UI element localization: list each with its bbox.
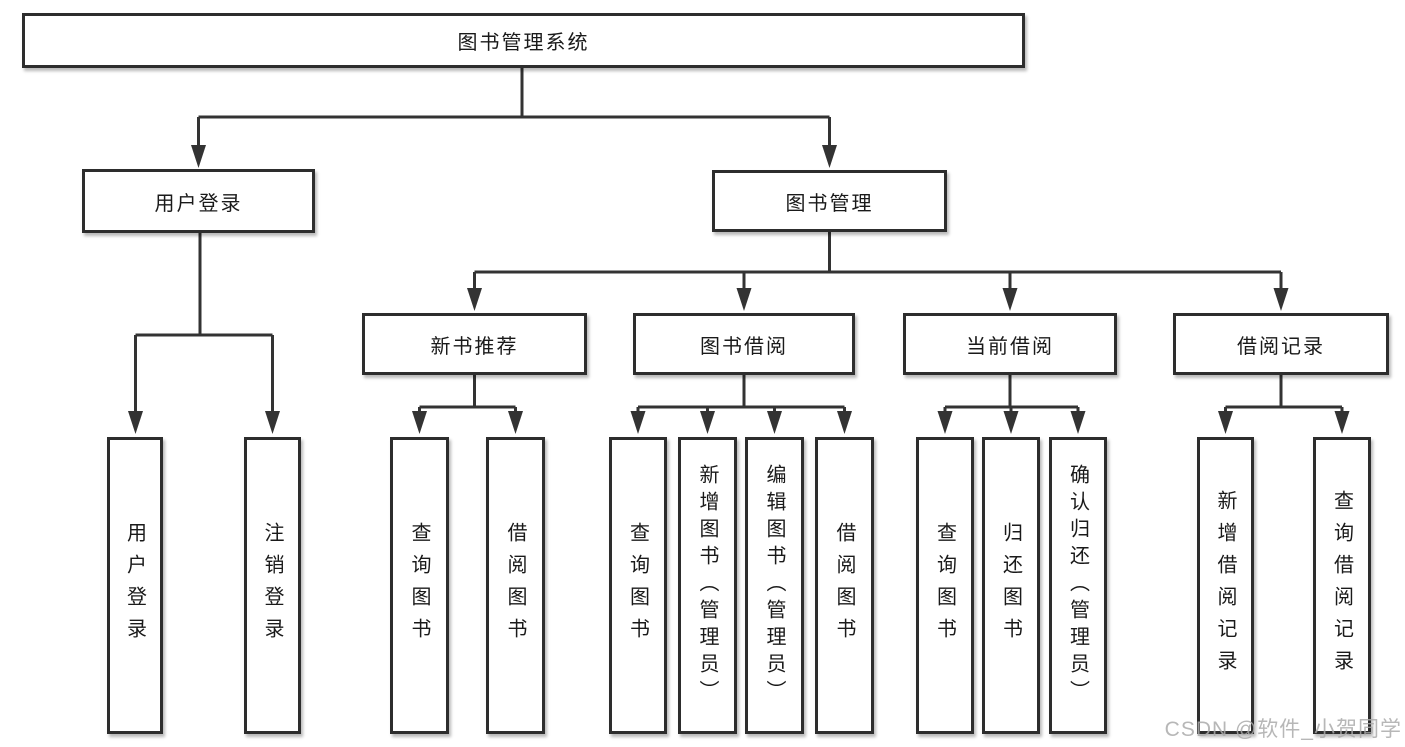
arrowhead — [736, 288, 752, 311]
connector-book-mgmt-children — [473, 232, 1283, 290]
leaf-edit-books-admin: 编辑图书（管理员） — [745, 437, 804, 734]
connector-new-books-children — [418, 375, 517, 412]
arrowhead — [1070, 411, 1086, 434]
arrowhead — [128, 411, 143, 434]
leaf-query-borrow-record: 查询借阅记录 — [1313, 437, 1371, 734]
node-book-borrowing: 图书借阅 — [633, 313, 855, 375]
connector-root-to-level2 — [197, 68, 831, 147]
node-current-borrowing: 当前借阅 — [903, 313, 1117, 375]
leaf-confirm-return-admin: 确认归还（管理员） — [1049, 437, 1107, 734]
arrowhead — [767, 411, 782, 434]
arrowhead — [1334, 411, 1350, 434]
leaf-add-books-admin: 新增图书（管理员） — [678, 437, 737, 734]
arrowhead — [937, 411, 953, 434]
arrowhead — [191, 145, 206, 168]
arrowhead — [1218, 411, 1233, 434]
leaf-add-borrow-record: 新增借阅记录 — [1197, 437, 1254, 734]
connector-user-login-children — [134, 233, 274, 412]
arrowhead — [265, 411, 280, 434]
arrowhead — [1273, 288, 1289, 311]
leaf-return-books: 归还图书 — [982, 437, 1040, 734]
arrowhead — [700, 411, 715, 434]
leaf-user-login: 用户登录 — [107, 437, 163, 734]
arrowhead — [1003, 411, 1019, 434]
arrowhead — [467, 288, 482, 311]
leaf-borrow-books-new: 借阅图书 — [486, 437, 545, 734]
node-user-login: 用户登录 — [82, 169, 315, 233]
leaf-query-books-current: 查询图书 — [916, 437, 974, 734]
leaf-borrow-books: 借阅图书 — [815, 437, 874, 734]
arrowhead — [822, 145, 837, 168]
arrowhead — [1002, 288, 1018, 311]
leaf-query-books-new: 查询图书 — [390, 437, 449, 734]
leaf-query-books-borrow: 查询图书 — [609, 437, 667, 734]
node-new-book-recommendation: 新书推荐 — [362, 313, 587, 375]
node-library-management-system: 图书管理系统 — [22, 13, 1025, 68]
arrowhead — [630, 411, 646, 434]
connector-current-borrow-children — [943, 375, 1080, 412]
connector-book-borrow-children — [636, 375, 846, 412]
arrowhead — [412, 411, 427, 434]
node-borrowing-records: 借阅记录 — [1173, 313, 1389, 375]
arrowhead — [508, 411, 523, 434]
connector-borrow-records-children — [1224, 375, 1344, 412]
node-book-management: 图书管理 — [712, 170, 947, 232]
csdn-watermark: CSDN @软件_小贺同学 — [1164, 718, 1402, 741]
leaf-logout: 注销登录 — [244, 437, 301, 734]
arrowhead — [837, 411, 852, 434]
